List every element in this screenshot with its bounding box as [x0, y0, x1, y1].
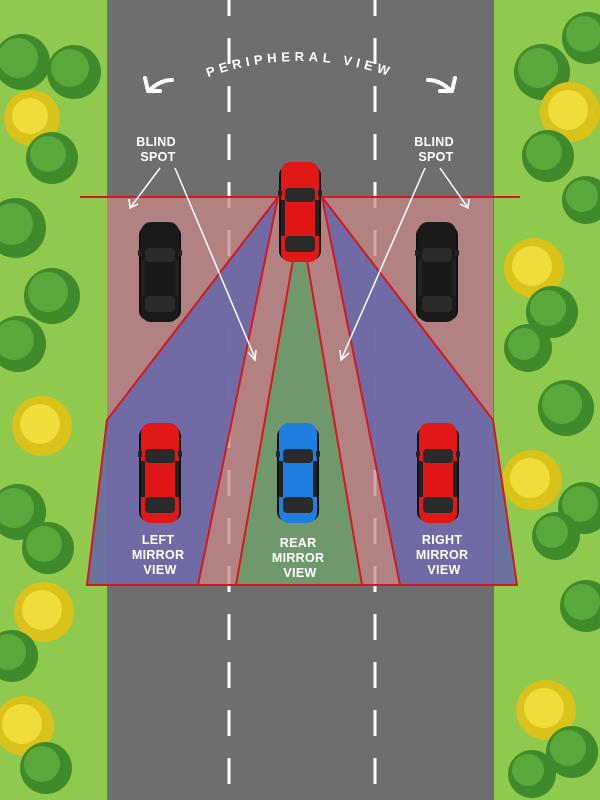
rear-mirror-zone [236, 260, 362, 585]
view-zones [80, 196, 520, 586]
trees-left [0, 34, 101, 794]
left-mirror-zone [87, 197, 278, 585]
left-mirror-view-label: LEFT MIRROR VIEW [132, 533, 188, 577]
right-mirror-view-label: RIGHT MIRROR VIEW [416, 533, 472, 577]
left-blind-spot-car [138, 222, 182, 322]
left-mirror-car [138, 423, 182, 523]
curved-arrow-right-icon [426, 78, 452, 92]
right-mirror-zone [322, 197, 517, 585]
trees-right [502, 12, 600, 798]
blind-spot-label-left: BLIND SPOT [136, 135, 179, 164]
driver-car [278, 162, 322, 262]
rear-mirror-view-label: REAR MIRROR VIEW [272, 536, 328, 580]
curved-arrow-left-icon [148, 78, 174, 92]
blind-spot-label-right: BLIND SPOT [414, 135, 457, 164]
right-blind-spot-car [415, 222, 459, 322]
pointer-arrows [128, 167, 470, 362]
peripheral-arrows [143, 76, 457, 93]
rear-car [276, 423, 320, 523]
right-mirror-car [416, 423, 460, 523]
